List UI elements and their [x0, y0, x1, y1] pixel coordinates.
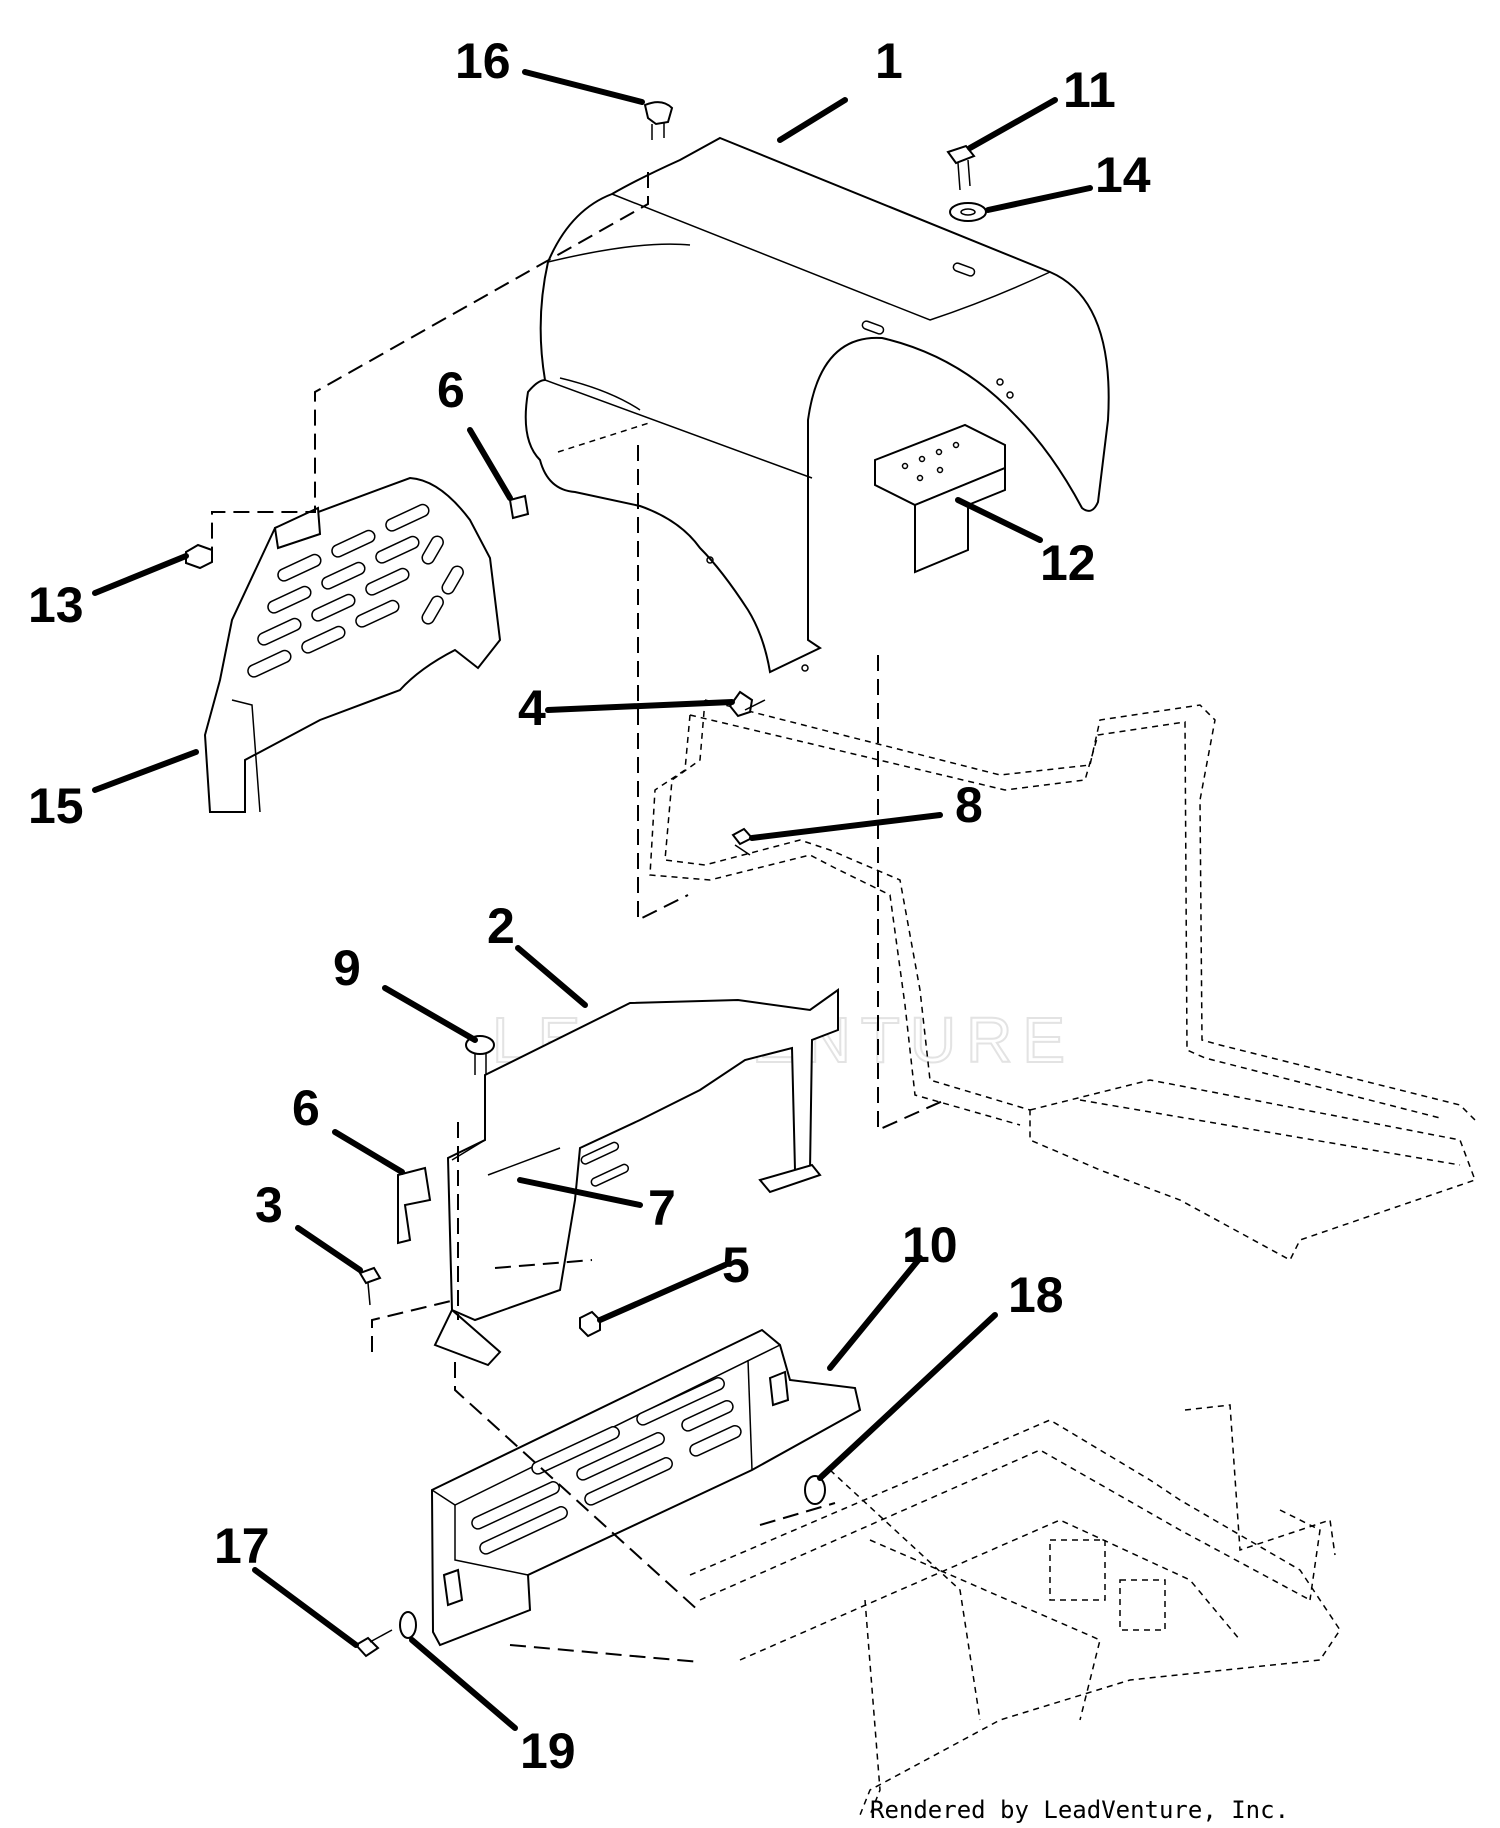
callout-14: 14 — [1095, 147, 1151, 203]
part-11-bolt — [946, 144, 976, 165]
part-16-plug — [643, 101, 674, 126]
callout-6-upper: 6 — [437, 362, 465, 418]
callout-4: 4 — [518, 680, 546, 736]
grille-slots — [247, 503, 464, 678]
callout-13: 13 — [28, 577, 84, 633]
part-13-nut — [185, 543, 213, 570]
part-19-washer — [399, 1611, 417, 1639]
callout-8: 8 — [955, 777, 983, 833]
part-14-washer — [949, 202, 987, 222]
part-2-inner-cover — [433, 988, 839, 1367]
part-15-grille — [203, 476, 502, 813]
render-credit: Rendered by LeadVenture, Inc. — [870, 1796, 1289, 1824]
part-10-base — [430, 1328, 862, 1647]
callout-labels: 16 1 11 14 6 12 13 15 4 8 2 9 6 7 3 5 10… — [28, 33, 1151, 1779]
callout-11: 11 — [1063, 62, 1116, 118]
part-6-clip-upper — [508, 494, 530, 520]
leader-lines — [92, 69, 1093, 1731]
callout-10: 10 — [902, 1217, 958, 1273]
callout-3: 3 — [255, 1177, 283, 1233]
callout-18: 18 — [1008, 1267, 1064, 1323]
callout-12: 12 — [1040, 535, 1096, 591]
frame-rails — [649, 699, 1476, 1262]
part-1-cover — [524, 136, 1110, 674]
callout-1: 1 — [875, 33, 903, 89]
callout-16: 16 — [455, 33, 511, 89]
part-12-bracket — [874, 423, 1006, 574]
part-18-nut — [804, 1475, 826, 1505]
hardware — [185, 101, 987, 1658]
base-slots — [471, 1377, 742, 1555]
callout-7: 7 — [648, 1180, 676, 1236]
lower-frame — [689, 1404, 1341, 1816]
callout-15: 15 — [28, 778, 84, 834]
callout-19: 19 — [520, 1723, 576, 1779]
callout-6-lower: 6 — [292, 1080, 320, 1136]
part-6-clip-lower — [397, 1166, 432, 1245]
assembly-lines — [211, 172, 946, 1663]
callout-2: 2 — [487, 898, 515, 954]
part-5-nut — [579, 1310, 601, 1338]
callout-17: 17 — [214, 1518, 270, 1574]
part-8-screw — [731, 827, 754, 846]
callout-5: 5 — [722, 1237, 750, 1293]
part-17-bolt — [354, 1636, 380, 1658]
part-3-bolt — [358, 1266, 382, 1285]
callout-9: 9 — [333, 940, 361, 996]
